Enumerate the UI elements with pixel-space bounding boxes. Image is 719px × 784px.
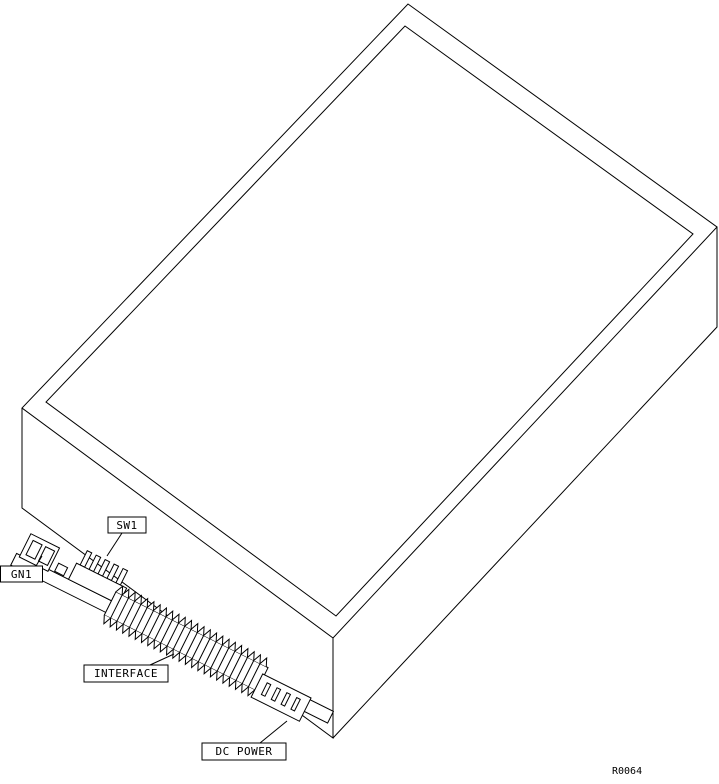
sw1-label: SW1 — [116, 519, 137, 532]
callouts: SW1 GN1 INTERFACE DC POWER — [0, 516, 288, 761]
gn1-connector — [18, 533, 61, 572]
sw1-leader-line — [106, 532, 123, 557]
dc-power-pin — [290, 696, 301, 712]
chassis-top-face — [21, 3, 718, 639]
dc-power-pin — [280, 691, 292, 707]
gn1-label: GN1 — [11, 568, 32, 581]
small-board-component — [53, 562, 69, 577]
drawing-ref-code: R0064 — [612, 766, 642, 777]
dc-power-body — [250, 673, 312, 722]
dc-power-connector — [250, 673, 312, 722]
sw1-label-box — [107, 516, 147, 534]
gn1-connector-slot — [37, 546, 56, 567]
chassis-wireframe — [21, 3, 718, 739]
dc-power-pin — [260, 682, 272, 697]
dc-power-label: DC POWER — [216, 745, 273, 758]
gn1-label-box — [0, 565, 43, 583]
sw1-pin — [97, 558, 111, 577]
sw1-pin — [115, 567, 129, 586]
sw1-pin — [88, 554, 102, 573]
interface-label: INTERFACE — [94, 667, 158, 680]
dc-power-label-box — [201, 742, 287, 761]
interface-label-box — [83, 664, 169, 683]
callout-gn1: GN1 — [0, 555, 43, 583]
pcb-assembly — [10, 533, 335, 724]
interface-leader-line — [149, 653, 175, 666]
callout-interface: INTERFACE — [83, 653, 175, 683]
callout-dc-power: DC POWER — [201, 720, 288, 761]
chassis-lid-inset — [45, 25, 694, 617]
sw1-pin — [79, 549, 93, 568]
interface-contact-lines — [110, 594, 261, 688]
callout-sw1: SW1 — [106, 516, 147, 557]
sw1-pins — [79, 549, 129, 586]
gn1-leader-line — [35, 555, 43, 567]
chassis-right-face-edges — [332, 227, 718, 739]
dc-power-pin — [270, 687, 282, 702]
dc-power-leader-line — [259, 720, 288, 744]
gn1-connector-slot — [25, 539, 43, 560]
